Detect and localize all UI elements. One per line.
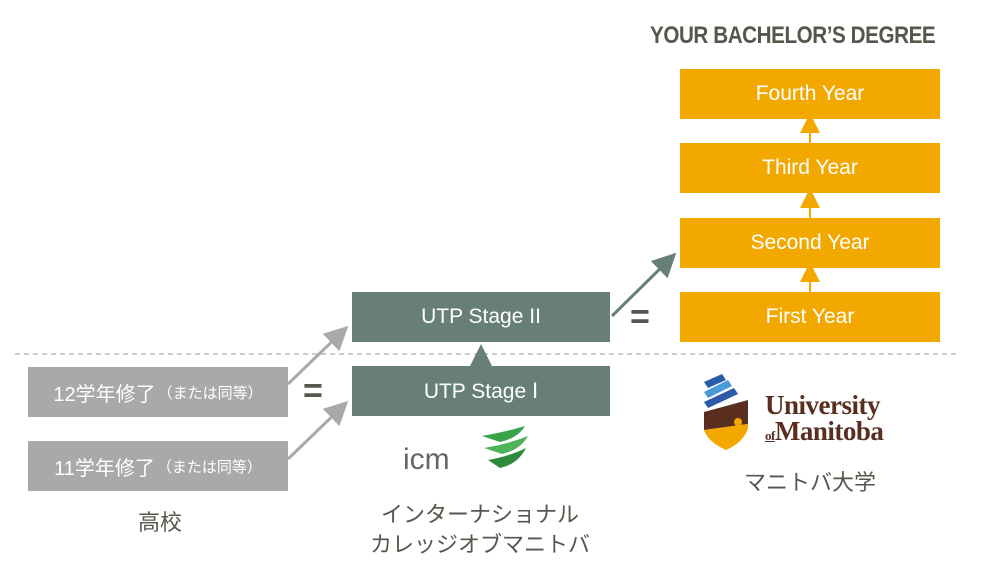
um-wordmark-of: of — [765, 428, 775, 443]
fourth-year-box: Fourth Year — [680, 69, 940, 119]
icm-caption: インターナショナル カレッジオブマニトバ — [340, 500, 620, 559]
um-wordmark-line2: Manitoba — [774, 416, 884, 446]
second-year-label: Second Year — [750, 231, 870, 254]
grade-12-box: 12学年修了（または同等） — [28, 367, 288, 417]
icm-wing-logo-icon — [482, 426, 528, 468]
grade-11-label: 11学年修了 — [54, 457, 155, 480]
arrow-grade12-to-stage2 — [286, 325, 349, 386]
high-school-caption: 高校 — [137, 510, 182, 535]
third-year-box: Third Year — [680, 143, 940, 193]
university-of-manitoba-crest-icon — [702, 374, 750, 450]
fourth-year-label: Fourth Year — [755, 82, 865, 105]
second-year-box: Second Year — [680, 218, 940, 268]
grade-11-note: （または同等） — [156, 458, 262, 476]
utp-stage-2-label: UTP Stage II — [421, 305, 541, 328]
utp-stage-1-label: UTP Stage Ⅰ — [423, 379, 539, 403]
grade-11-box: 11学年修了（または同等） — [28, 441, 288, 491]
university-of-manitoba-wordmark: University ofManitoba — [765, 390, 884, 449]
icm-caption-line1: インターナショナル — [380, 502, 579, 527]
equals-sign-highschool-utp: = — [303, 372, 323, 410]
arrow-stage2-to-second-year — [610, 252, 677, 318]
icm-caption-line2: カレッジオブマニトバ — [369, 531, 590, 557]
utp-stage-1-box: UTP Stage Ⅰ — [352, 366, 610, 416]
um-wordmark-line1: University — [765, 390, 880, 420]
grade-12-note: （または同等） — [157, 384, 263, 402]
icm-logo-text: icm — [403, 443, 450, 476]
arrow-grade11-to-stage1 — [286, 400, 349, 461]
degree-heading: YOUR BACHELOR’S DEGREE — [650, 22, 936, 49]
equals-sign-utp-university: = — [630, 298, 650, 336]
grade-12-label: 12学年修了 — [53, 383, 156, 406]
first-year-box: First Year — [680, 292, 940, 342]
first-year-label: First Year — [765, 305, 855, 328]
utp-stage-2-box: UTP Stage II — [352, 292, 610, 342]
third-year-label: Third Year — [762, 156, 858, 179]
university-caption: マニトバ大学 — [743, 470, 876, 495]
